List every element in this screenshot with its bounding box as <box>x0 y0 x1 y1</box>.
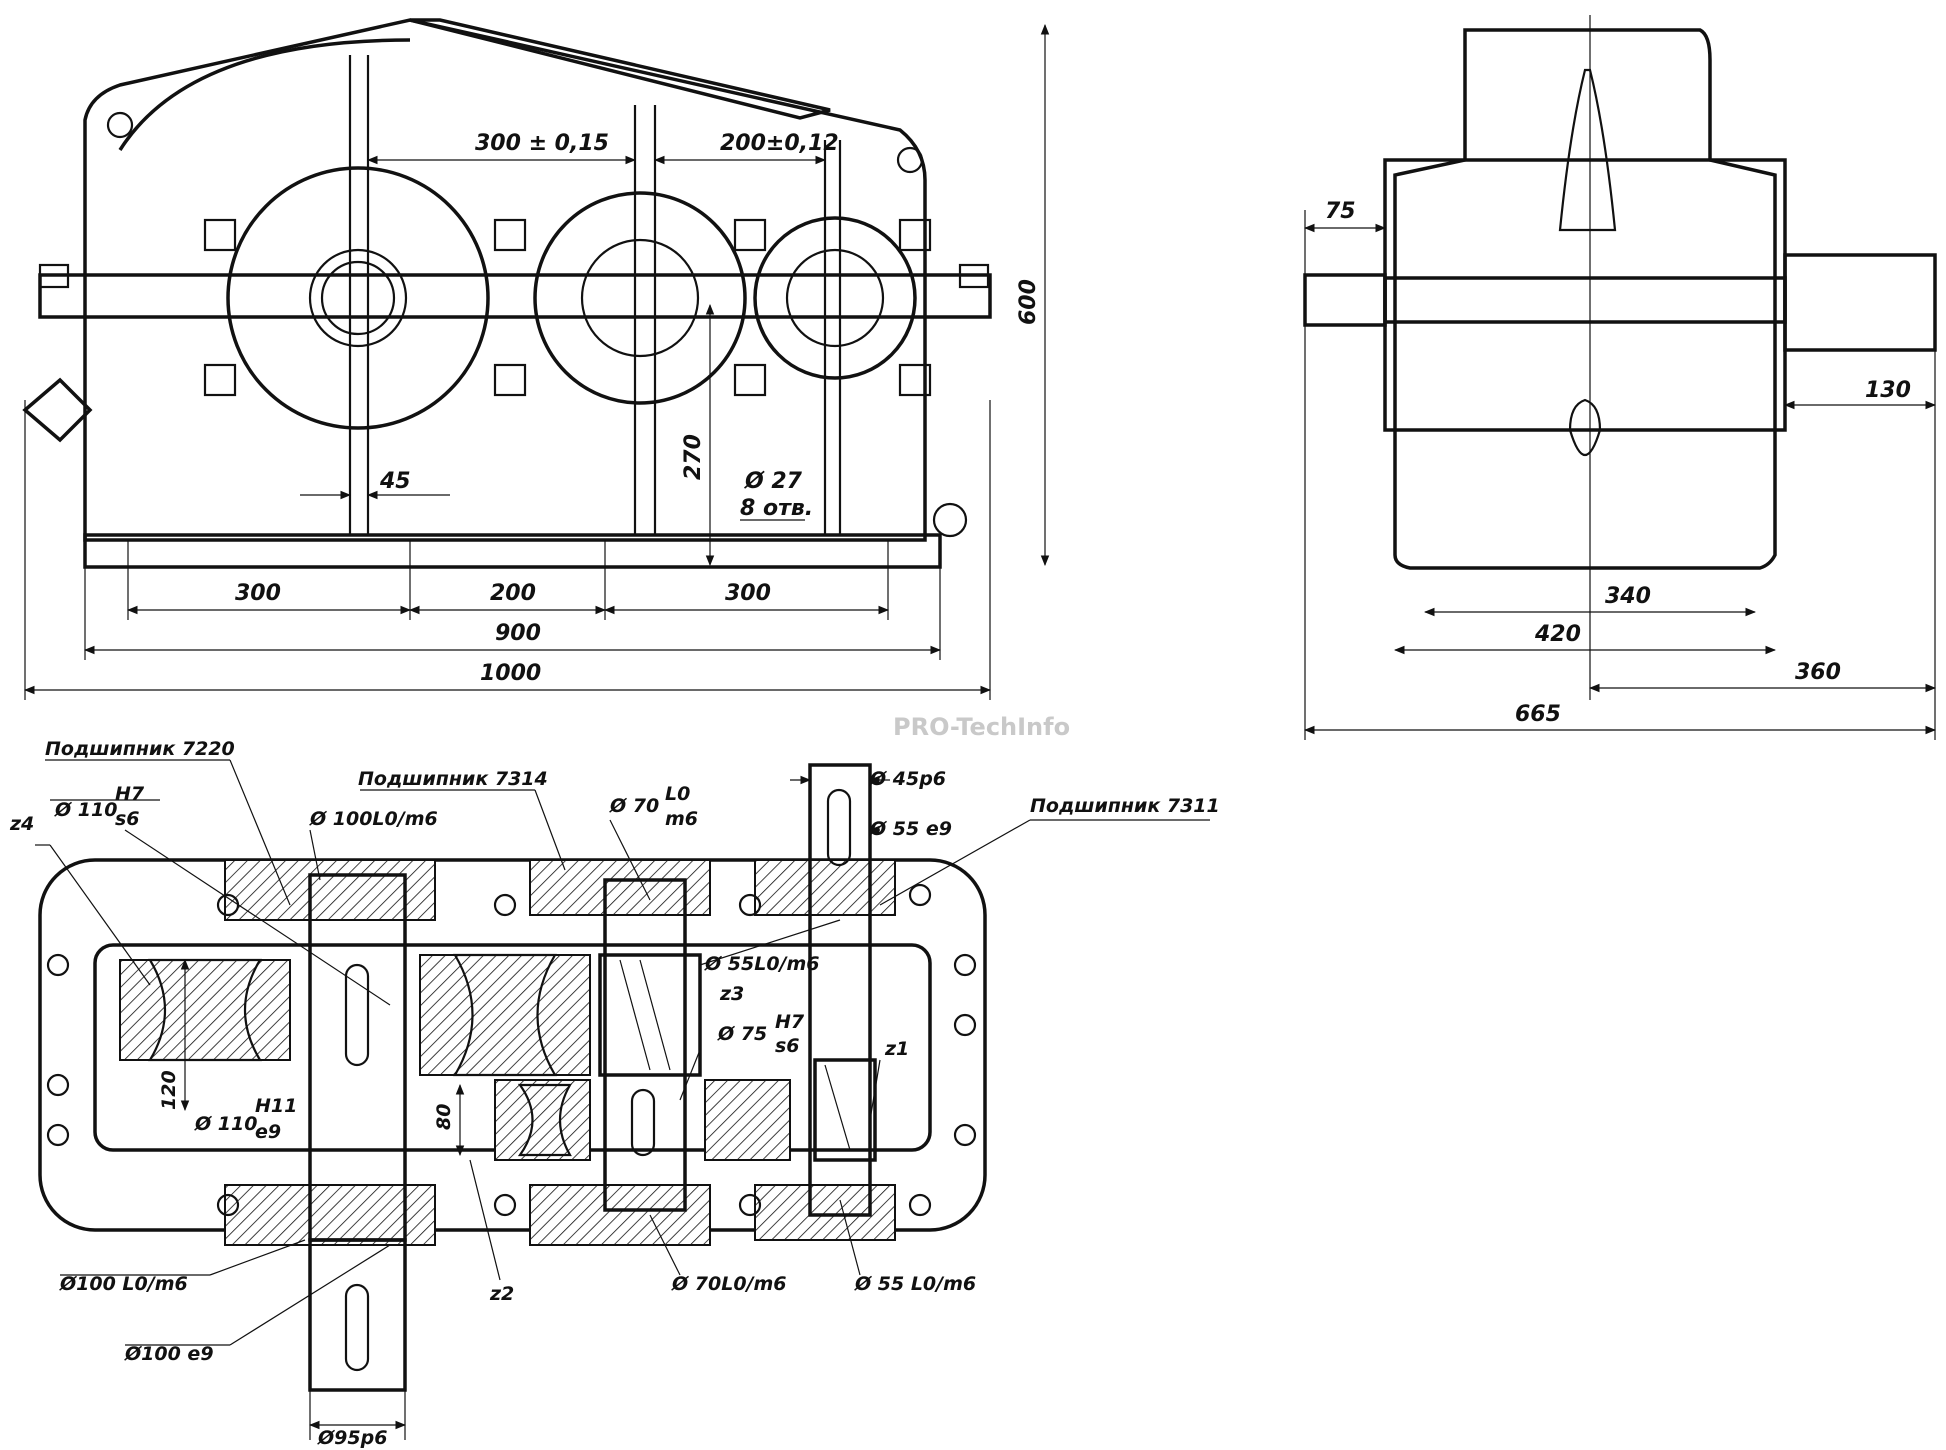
label-fit-100e9: Ø100 e9 <box>124 1343 214 1365</box>
side-dim-shaft-left: 75 <box>1325 199 1356 224</box>
label-fit-55-mid: Ø 55L0/m6 <box>704 953 820 975</box>
label-fit-100-bot: Ø100 L0/m6 <box>59 1273 188 1295</box>
label-fit-70-den: m6 <box>665 808 698 830</box>
label-fit-110-den: s6 <box>115 808 140 830</box>
front-dim-bolt-count: 8 отв. <box>740 496 813 521</box>
front-dim-base: 900 <box>495 621 541 646</box>
label-z2: z2 <box>489 1283 514 1305</box>
label-fit-45: Ø 45p6 <box>869 768 946 790</box>
front-dim-height: 600 <box>1016 279 1041 325</box>
front-dim-center-2: 200±0,12 <box>720 131 839 156</box>
side-dim-base-width: 420 <box>1534 622 1581 647</box>
label-fit-70-bot: Ø 70L0/m6 <box>671 1273 787 1295</box>
label-z4: z4 <box>9 813 34 835</box>
side-view: 75 130 340 420 360 665 <box>1303 15 1937 740</box>
front-dim-rib: 45 <box>379 469 411 494</box>
side-dim-offset: 360 <box>1795 660 1841 685</box>
label-z1: z1 <box>884 1038 909 1060</box>
label-fit-75: Ø 75 <box>717 1023 767 1045</box>
side-dim-overall: 665 <box>1515 702 1561 727</box>
label-fit-110-h11-num: H11 <box>255 1095 297 1117</box>
label-fit-110: Ø 110 <box>54 799 117 821</box>
label-fit-110-num: H7 <box>115 783 145 805</box>
label-fit-75-den: s6 <box>775 1035 800 1057</box>
label-fit-95: Ø95p6 <box>317 1427 387 1449</box>
label-bearing-7220: Подшипник 7220 <box>45 738 235 760</box>
front-view: 300 ± 0,15 200±0,12 600 270 45 Ø 27 8 от… <box>22 18 1050 700</box>
label-bearing-7314: Подшипник 7314 <box>358 768 548 790</box>
front-dim-foot-a: 300 <box>235 581 281 606</box>
front-dim-foot-c: 300 <box>725 581 771 606</box>
side-dim-bolt-span: 340 <box>1605 584 1651 609</box>
label-fit-75-num: H7 <box>775 1011 805 1033</box>
front-dim-overall: 1000 <box>480 661 541 686</box>
label-fit-100-top: Ø 100L0/m6 <box>309 808 438 830</box>
front-dim-axis-height: 270 <box>681 434 706 480</box>
label-fit-55e9: Ø 55 e9 <box>869 818 952 840</box>
label-z3: z3 <box>719 983 744 1005</box>
label-fit-70-top: Ø 70 <box>609 795 659 817</box>
label-dim-80: 80 <box>433 1104 455 1130</box>
front-dim-center-1: 300 ± 0,15 <box>475 131 609 156</box>
label-fit-110-h11-den: e9 <box>255 1121 281 1143</box>
label-dim-120: 120 <box>158 1070 180 1110</box>
label-fit-110-h11: Ø 110 <box>194 1113 257 1135</box>
label-bearing-7311: Подшипник 7311 <box>1030 795 1220 817</box>
label-fit-70-num: L0 <box>665 783 690 805</box>
front-dim-foot-b: 200 <box>490 581 536 606</box>
side-dim-shaft-right: 130 <box>1865 378 1911 403</box>
section-view: Подшипник 7220 Подшипник 7314 Подшипник … <box>9 738 1220 1449</box>
front-dim-bolt-dia: Ø 27 <box>743 469 803 494</box>
label-fit-55-bot: Ø 55 L0/m6 <box>854 1273 976 1295</box>
watermark: PRO-TechInfo <box>893 713 1070 741</box>
